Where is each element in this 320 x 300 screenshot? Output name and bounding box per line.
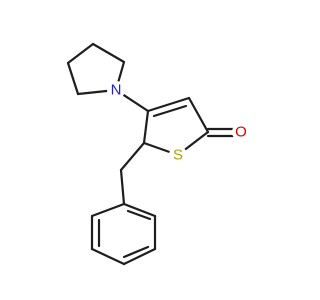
bond-ch2-phenyl: [119, 168, 126, 206]
bond-c5-ch2: [119, 141, 146, 172]
bond-ph-double-2: [122, 245, 150, 259]
oxygen-label: O: [235, 124, 247, 141]
atom-n: N: [107, 81, 125, 99]
phenyl-ring: [90, 202, 157, 266]
bond-pyrrolidine-2: [66, 61, 80, 96]
atom-o: O: [232, 123, 250, 141]
bond-ph-4: [90, 247, 126, 266]
bond-ph-1: [122, 202, 157, 218]
bond-c3-c2: [187, 96, 210, 134]
atom-s: S: [169, 146, 187, 164]
sulfur-label: S: [173, 147, 183, 164]
molecule-structure-diagram: N S O: [66, 42, 250, 266]
nitrogen-label: N: [111, 82, 122, 99]
bond-pyrrolidine-1: [66, 42, 95, 65]
bond-c4-c3-double-inner: [152, 104, 188, 118]
bond-ph-double-1: [126, 209, 152, 221]
bond-c4-c3-double: [146, 96, 191, 113]
bond-ph-6: [90, 202, 126, 218]
bond-pyrrolidine-5: [91, 42, 126, 64]
bond-c5-c4: [142, 109, 150, 145]
bond-ph-3: [122, 247, 157, 266]
